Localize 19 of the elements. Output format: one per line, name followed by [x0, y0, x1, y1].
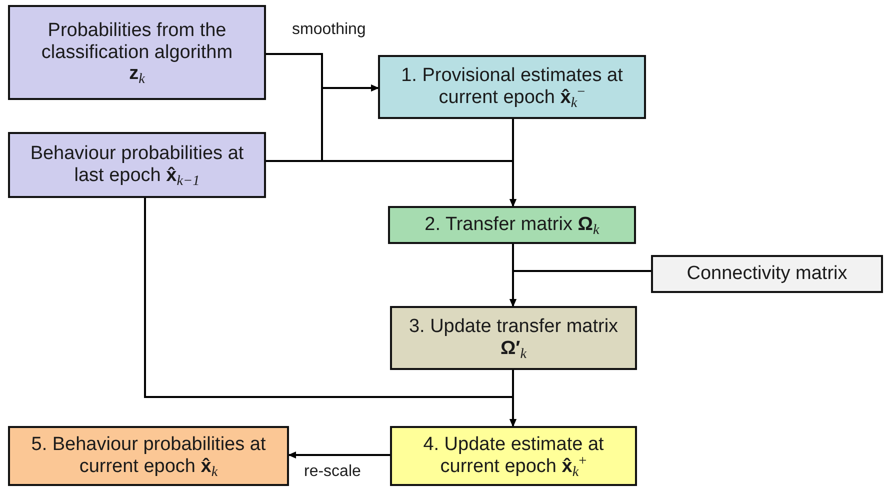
connector-arrow: [510, 244, 516, 307]
connector-arrow: [144, 198, 516, 427]
connector-arrow: [288, 452, 390, 458]
process-box: [390, 306, 637, 370]
edge-label: smoothing: [290, 22, 368, 38]
box-text: z$_{k}$: [129, 63, 145, 86]
process-box: [388, 206, 636, 244]
process-box: [8, 426, 289, 486]
box-text: Connectivity matrix: [686, 263, 848, 285]
process-box: [8, 5, 266, 100]
box-text: Behaviour probabilities at last epoch x̂$_{k−1}$: [29, 143, 245, 187]
box-text: 5. Behaviour probabilities at current epoch x̂$_{k}$: [30, 434, 267, 478]
connector-arrow: [510, 119, 516, 207]
process-box: [390, 426, 637, 486]
process-box: [651, 255, 883, 293]
process-box: [8, 132, 266, 198]
box-text: 2. Transfer matrix Ω$_{k}$: [424, 214, 600, 236]
box-text: 3. Update transfer matrix Ω′$_{k}$: [408, 316, 620, 360]
process-box: [378, 55, 646, 119]
